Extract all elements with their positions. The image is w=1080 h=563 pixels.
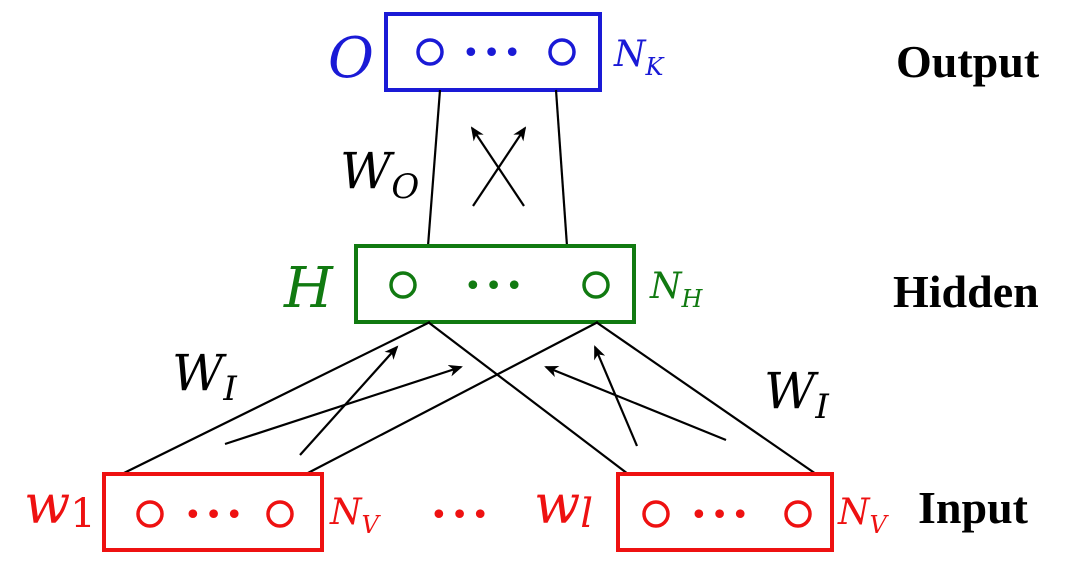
input-arrow-right-shallow (544, 365, 727, 442)
hidden-layer-size: NH (649, 266, 704, 313)
hidden-layer-box (354, 244, 636, 324)
output-neuron-ellipsis: ••• (462, 36, 524, 71)
output-layer-box (384, 12, 602, 92)
input-layer-first: w1 ••• NV (24, 472, 382, 552)
input-last-neuron-first (642, 500, 670, 528)
input-last-size: NV (837, 492, 890, 539)
input-last-symbol: wl (534, 473, 593, 537)
hidden-layer: H ••• NH Hidden (283, 244, 1039, 324)
input-last-neuron-ellipsis: ••• (690, 498, 752, 533)
output-layer-symbol: O (328, 26, 374, 91)
hidden-side-label: Hidden (893, 266, 1039, 317)
output-neuron-last (548, 38, 576, 66)
hidden-layer-symbol: H (283, 256, 334, 321)
hidden-neuron-ellipsis: ••• (464, 269, 526, 304)
output-arrow-left (470, 126, 525, 207)
output-weight-label: WO (340, 142, 419, 207)
between-inputs-ellipsis: ••• (430, 498, 492, 533)
input-first-neuron-last (266, 500, 294, 528)
output-neuron-first (416, 38, 444, 66)
input-first-size: NV (329, 492, 382, 539)
input-edge-left-outer (121, 321, 431, 475)
output-weights: WO (340, 89, 569, 247)
hidden-neuron-first (389, 271, 417, 299)
output-edge-left (426, 89, 442, 247)
input-edge-left-inner (305, 321, 599, 475)
input-weights: WI WI (121, 321, 829, 475)
input-arrow-left-shallow (224, 365, 463, 446)
input-side-label: Input (918, 482, 1029, 533)
input-last-neuron-last (784, 500, 812, 528)
input-first-box (102, 472, 324, 552)
input-first-symbol: w1 (24, 473, 96, 537)
output-layer: O ••• NK Output (328, 12, 1040, 92)
output-side-label: Output (896, 36, 1040, 87)
hidden-neuron-last (582, 271, 610, 299)
output-layer-size: NK (613, 34, 666, 81)
input-weight-label-left: WI (172, 344, 237, 409)
input-first-neuron-ellipsis: ••• (184, 498, 246, 533)
input-edge-right-outer (595, 321, 817, 475)
input-arrow-left-steep (299, 345, 399, 456)
input-weight-label-right: WI (764, 362, 829, 427)
input-last-box (616, 472, 834, 552)
input-layer-last: wl ••• NV (534, 472, 890, 552)
input-edge-right-inner (427, 321, 629, 475)
input-first-neuron-first (136, 500, 164, 528)
output-edge-right (554, 89, 569, 247)
